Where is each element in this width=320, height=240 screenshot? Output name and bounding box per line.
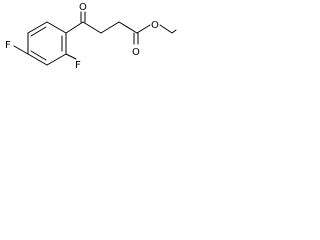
ring-bond-right-top — [46, 21, 67, 34]
ring-bond-bottom-left-inner — [30, 50, 47, 61]
atom-fluorine-bottom: F — [75, 60, 81, 71]
chain-bond-2 — [100, 21, 120, 34]
chain-bond-1 — [82, 21, 102, 34]
chain-bond-3 — [118, 21, 138, 34]
ring-bond-top — [27, 21, 48, 34]
atom-carbonyl-oxygen: O — [79, 2, 87, 13]
ring-bond-bottom-left — [27, 53, 48, 66]
benzene-ring — [27, 21, 67, 66]
ring-bond-top-inner — [30, 26, 47, 37]
chemical-structure: O F F O O — [5, 2, 177, 71]
atom-ester-carbonyl-oxygen: O — [132, 47, 140, 58]
atom-fluorine-top: F — [5, 40, 11, 51]
bond-ring-to-fluorine-top — [13, 45, 29, 55]
ethyl-bond-2 — [171, 29, 177, 34]
bond-ring-to-carbonyl — [65, 21, 84, 34]
ethyl-bond-1 — [159, 24, 173, 34]
atom-ester-oxygen: O — [151, 20, 159, 31]
ester-single-bond — [136, 24, 151, 34]
bond-ring-to-fluorine-bottom — [65, 53, 77, 60]
ring-bond-bottom-right — [46, 53, 67, 66]
